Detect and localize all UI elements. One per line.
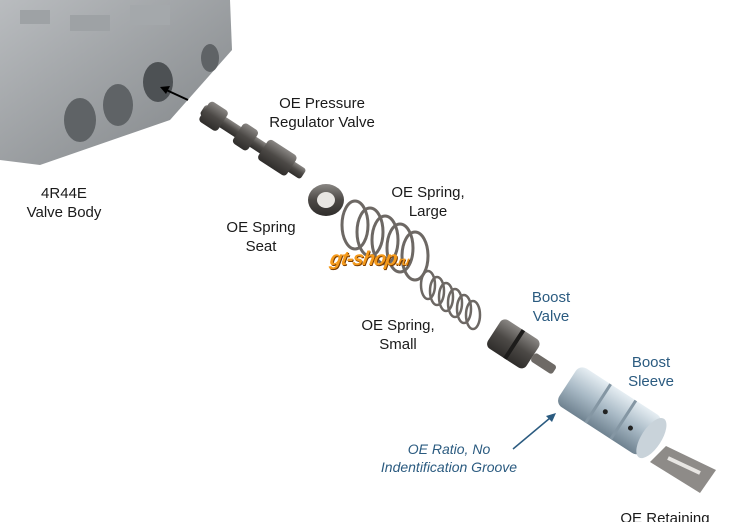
small-spring xyxy=(419,269,482,331)
label-line: 4R44E xyxy=(41,185,87,202)
retaining-clip xyxy=(650,446,716,493)
label-line: OE Spring xyxy=(226,219,296,236)
label-line: Boost xyxy=(631,354,671,371)
insertion-arrow xyxy=(160,86,189,101)
label-spring-small: OE Spring, Small xyxy=(361,316,434,354)
watermark-logo: gt-shop.ru xyxy=(328,248,411,271)
label-line: Valve Body xyxy=(26,204,102,221)
valve-body xyxy=(0,0,232,165)
label-line: Sleeve xyxy=(628,373,674,390)
spring-seat xyxy=(308,184,344,216)
label-line: OE Retaining xyxy=(620,510,710,522)
label-line: OE Ratio, No xyxy=(407,441,491,457)
watermark-suffix: .ru xyxy=(394,254,410,268)
label-valve-body: 4R44E Valve Body xyxy=(27,184,102,222)
label-line: Valve xyxy=(532,308,570,325)
label-retaining-clip: OE Retaining xyxy=(620,509,709,522)
watermark-text: gt-shop xyxy=(328,248,399,270)
pressure-regulator-valve xyxy=(199,101,306,179)
label-line: OE Pressure xyxy=(279,95,365,112)
label-line: Small xyxy=(379,336,417,353)
label-line: OE Spring, xyxy=(391,184,465,201)
label-line: OE Spring, xyxy=(361,317,435,334)
label-line: Seat xyxy=(245,238,277,255)
large-spring xyxy=(340,199,430,282)
label-line: Regulator Valve xyxy=(269,114,375,131)
label-ratio-note: OE Ratio, No Indentification Groove xyxy=(381,440,517,476)
boost-valve xyxy=(487,319,556,374)
label-spring-large: OE Spring, Large xyxy=(391,183,464,221)
boost-sleeve xyxy=(558,367,667,459)
label-line: Indentification Groove xyxy=(380,459,518,475)
label-line: Boost xyxy=(531,289,571,306)
ratio-arrow xyxy=(512,413,556,450)
label-line: Large xyxy=(408,203,448,220)
